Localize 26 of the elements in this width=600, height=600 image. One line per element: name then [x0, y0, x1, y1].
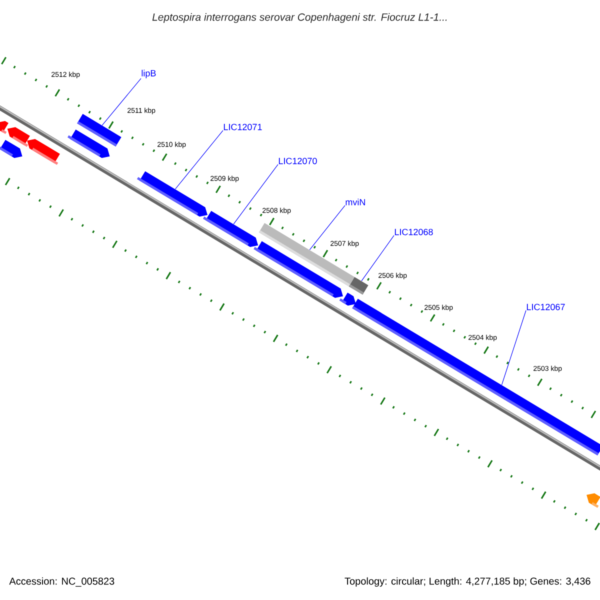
title: Leptospira interrogans serovar Copenhageni str. Fiocruz L1-1... — [152, 13, 447, 23]
genome-info-text: Topology: circular; Length: 4,277,185 bp; Genes: 3,436 — [344, 577, 590, 587]
gene-feature — [0, 120, 8, 134]
gene-feature — [77, 114, 122, 146]
leader-line — [175, 130, 224, 190]
gene-label: LIC12070 — [278, 158, 317, 164]
leader-line — [501, 310, 526, 386]
gene-label: LIC12067 — [526, 304, 565, 310]
leader-line — [309, 205, 346, 250]
leader-line — [102, 78, 142, 126]
gene-feature — [0, 140, 22, 158]
leader-line — [233, 164, 278, 224]
gene-label: mviN — [346, 198, 365, 206]
gene-label: LIC12071 — [224, 124, 262, 130]
gene-feature — [202, 210, 258, 247]
leader-line — [361, 235, 394, 282]
gene-feature — [136, 171, 208, 217]
gene-feature — [27, 138, 60, 165]
gene-feature — [352, 298, 600, 456]
gene-feature — [339, 292, 356, 306]
gene-label: lipB — [142, 70, 156, 78]
gene-feature — [586, 493, 600, 508]
gene-label: LIC12068 — [394, 228, 433, 236]
gene-feature — [348, 277, 368, 295]
gene-feature — [7, 127, 30, 147]
accession-text: Accession: NC_005823 — [9, 577, 114, 587]
